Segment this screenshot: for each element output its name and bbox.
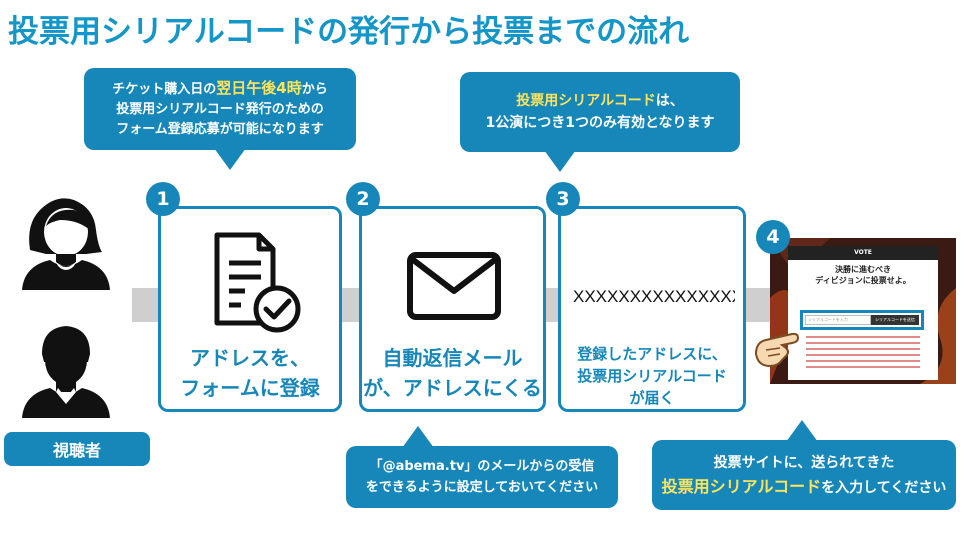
bubble-tail bbox=[214, 148, 246, 170]
submit-serial-button[interactable]: シリアルコードを送信 bbox=[871, 315, 919, 325]
vote-modal: VOTE 決勝に進むべき ディビジョンに投票せよ。 シリアルコードを入力 シリア… bbox=[788, 246, 938, 380]
male-viewer-icon bbox=[16, 318, 116, 418]
tip-bubble-vote-input: 投票サイトに、送られてきた 投票用シリアルコードを入力してください bbox=[652, 440, 956, 510]
serial-code-sample: XXXXXXXXXXXXXXX bbox=[573, 287, 735, 307]
bubble-tail bbox=[786, 420, 818, 442]
tip-bubble-serial-validity: 投票用シリアルコードは、 1公演につき1つのみ有効となります bbox=[460, 72, 740, 152]
step-3-card: XXXXXXXXXXXXXXX 登録したアドレスに、 投票用シリアルコード が届… bbox=[558, 206, 746, 412]
step-2-number: 2 bbox=[346, 182, 380, 216]
tip-bubble-registration-timing: チケット購入日の翌日午後4時から 投票用シリアルコード発行のための フォーム登録… bbox=[84, 68, 356, 150]
viewer-label: 視聴者 bbox=[4, 432, 150, 466]
step-3-number: 3 bbox=[546, 182, 580, 216]
tip-bubble-email-filter: 「@abema.tv」のメールからの受信 をできるように設定しておいてください bbox=[346, 446, 618, 508]
female-viewer-icon bbox=[16, 190, 116, 290]
document-check-icon bbox=[211, 231, 303, 333]
step-1-number: 1 bbox=[146, 182, 180, 216]
serial-code-input[interactable]: シリアルコードを入力 bbox=[805, 315, 871, 325]
bubble-tail bbox=[544, 150, 576, 172]
vote-notes bbox=[806, 336, 920, 372]
step-1-card: アドレスを、 フォームに登録 bbox=[158, 206, 342, 412]
bubble-tail bbox=[402, 426, 434, 448]
page-title: 投票用シリアルコードの発行から投票までの流れ bbox=[8, 6, 689, 51]
pointing-hand-icon bbox=[752, 330, 804, 372]
step-4-number: 4 bbox=[756, 220, 790, 254]
vote-header: VOTE bbox=[788, 246, 938, 260]
step-2-card: 自動返信メール が、アドレスにくる bbox=[359, 206, 546, 412]
envelope-icon bbox=[406, 251, 502, 321]
serial-input-highlight: シリアルコードを入力 シリアルコードを送信 bbox=[800, 310, 924, 330]
